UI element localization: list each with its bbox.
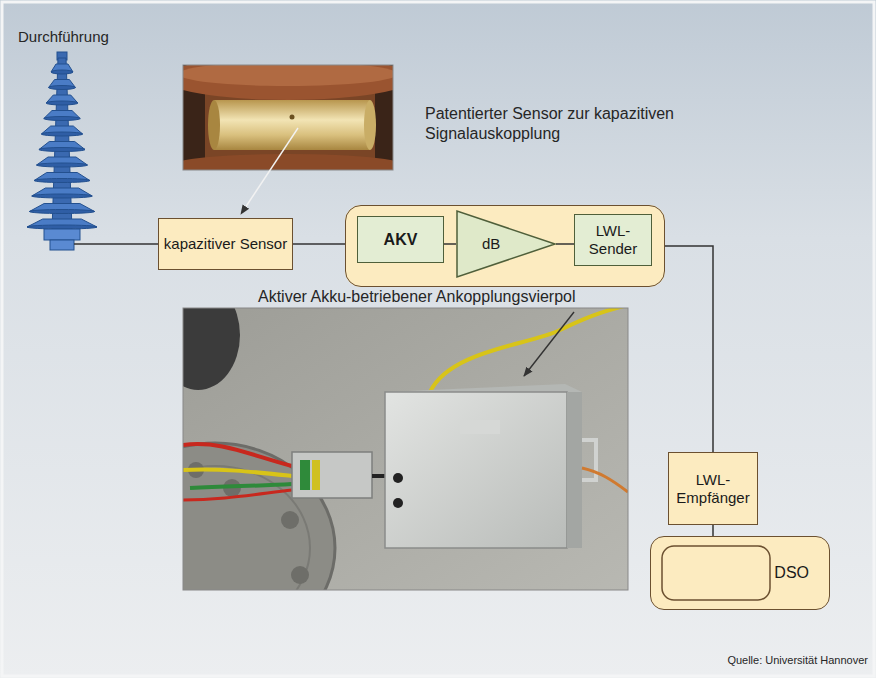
signal-line <box>556 243 574 245</box>
source-note: Quelle: Universität Hannover <box>727 654 868 668</box>
screen-icon <box>661 545 773 601</box>
signal-line <box>665 246 713 452</box>
signal-line <box>712 525 714 536</box>
oscilloscope-screen <box>662 546 770 600</box>
bushing-icon <box>27 52 97 250</box>
signal-line <box>444 243 456 245</box>
node-text: LWL-Empfänger <box>673 471 753 507</box>
akv-box: AKV <box>357 216 444 263</box>
bushing-label: Durchführung <box>18 28 109 47</box>
photo-frame <box>183 65 393 170</box>
node-text: LWL-Sender <box>579 222 647 258</box>
amplifier-triangle: dB <box>456 210 556 278</box>
leader-line <box>241 128 298 214</box>
sensor-caption: Patentierter Sensor zur kapazitiven Sign… <box>425 104 697 144</box>
receiver-box: LWL-Empfänger <box>668 452 758 525</box>
node-text: dB <box>482 235 500 253</box>
transmitter-box: LWL-Sender <box>574 214 652 266</box>
group-fill <box>345 205 665 287</box>
amplifier-symbol <box>457 211 555 277</box>
sensor-box: kapazitiver Sensor <box>158 218 293 270</box>
device-caption: Aktiver Akku-betriebener Ankopplungsvier… <box>258 287 576 307</box>
node-text: AKV <box>384 230 418 249</box>
photo-frame <box>183 308 628 590</box>
coupling-unit-group: AKV dB LWL-Sender <box>345 205 665 287</box>
leader-line <box>524 312 574 376</box>
triangle-outline <box>456 210 556 278</box>
oscilloscope-box: DSO <box>650 536 830 610</box>
node-text: DSO <box>774 563 809 582</box>
bushing-wire <box>74 243 158 245</box>
device-photo <box>183 308 628 590</box>
node-text: kapazitiver Sensor <box>164 235 287 253</box>
sensor-photo <box>183 65 393 170</box>
signal-line <box>293 243 345 245</box>
